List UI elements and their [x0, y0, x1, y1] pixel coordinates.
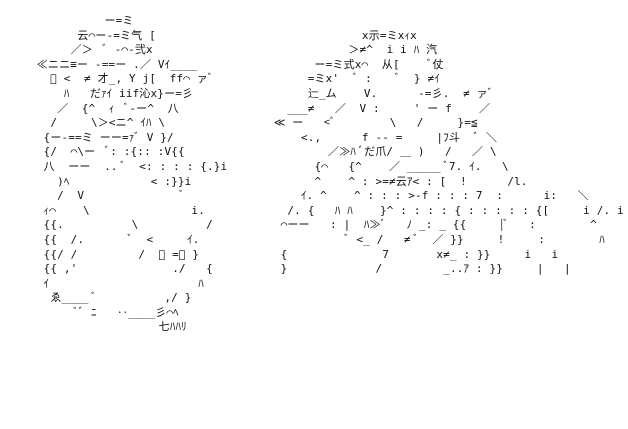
ascii-line: 七ﾊﾊﾘ — [30, 320, 187, 334]
ascii-line: =ミx' ﾞ : ﾞ } ≠ｲ — [240, 72, 440, 86]
ascii-line: 八 ーー .. ﾞ <: : : : {.}i — [30, 159, 228, 173]
ascii-line: {{ /. ﾞ < ｲ. — [30, 232, 200, 246]
ascii-line: ﾞ <_ / ≠ ﾞ ／ }} ! : ﾊ — [240, 232, 605, 246]
ascii-line: {{ ,' ./ { — [30, 262, 213, 276]
ascii-line: x示=ミxｨx — [240, 28, 417, 42]
ascii-line: ー=ミ式x⌒ 从[ ﾞ仗 — [240, 57, 444, 71]
ascii-line: ≪ニニ≡ー -==ー .／ Vｲ____ — [30, 57, 198, 71]
ascii-line: 辷_ム V. -=彡. ≠ ァﾞ — [240, 86, 494, 100]
ascii-line: { 7 x≠_ : }} i i i: — [240, 247, 628, 261]
ascii-line: ⌒ーー : | ﾊ≫ﾞ ﾉ _: _ {{ |ﾞ : ^ — [240, 218, 597, 232]
ascii-line: ／≫ﾊ ﾞだ爪/ ＿ ) / ／ \ — [240, 145, 497, 159]
right-figure-art: x示=ミxｨx ＞≠^ i i ﾊ 汽 ー=ミ式x⌒ 从[ ﾞ仗 =ミx' ﾞ … — [240, 14, 628, 277]
ascii-line: ｲ. ^ ^ : : : >-f : : : 7 : i: ＼ — [240, 189, 589, 203]
ascii-line: / V ﾞ — [30, 189, 185, 203]
ascii-line — [240, 14, 628, 29]
ascii-line: ﾞﾞ ﾆ ‥____彡⌒ﾍ — [30, 305, 179, 319]
ascii-line: } / _..ｱ : }} | | || — [240, 262, 628, 276]
ascii-line: ^ ^ : >=≠云ｱ< : [ ! /l. — [240, 174, 528, 188]
ascii-line: ー=ミ — [30, 14, 134, 27]
left-figure-art: ー=ミ 云⌒ー-=ミ气 [ ／＞ ﾞ -⌒-弐x ≪ニニ≡ー -==ー .／ V… — [30, 14, 227, 335]
ascii-line: {/ ⌒\ー ﾞ: :{:: :V{{ — [30, 145, 185, 159]
ascii-line: {{. \ / — [30, 218, 213, 232]
ascii-line: ／ {^ ｨ ﾞ-ー^ 八 — [30, 101, 179, 115]
ascii-line: ｨ⌒ \ i. — [30, 203, 205, 217]
ascii-line: ｲ ﾊ — [30, 276, 204, 290]
ascii-line: 云⌒ー-=ミ气 [ — [30, 28, 156, 42]
ascii-line: ___≠ ／ V : ' ー f ／ — [240, 101, 491, 115]
ascii-line: {⌒ {^ ／ _____ ﾞ7. ｲ. \ — [240, 159, 509, 173]
ascii-line: ／＞ ﾞ -⌒-弐x — [30, 43, 153, 57]
ascii-line: / \＞<ニ^ ｲﾊ \ — [30, 116, 166, 130]
ascii-line: ＞≠^ i i ﾊ 汽 — [240, 43, 438, 57]
ascii-line: /. { ﾊ ﾊ }^ : : : : { : : : : : {[ i /. … — [287, 203, 624, 217]
ascii-line: ゑ____ ﾞ ,/ } — [30, 291, 192, 305]
ascii-line: {{/ / / ﾞ =ﾞ } — [30, 247, 200, 261]
ascii-line: ﾞ < ≠ 才_, Y j[ ff⌒ ァﾞ — [30, 72, 214, 86]
ascii-line: {ー-==ミ ーー=ｧﾞ V }/ — [30, 130, 174, 144]
ascii-line: )ﾍ < :}}i — [30, 174, 192, 188]
ascii-line: <., f -- = |ﾌ斗 ﾞ ＼ — [240, 130, 498, 144]
ascii-line: ﾊ だｧｲ iif沁x}ー=彡 — [30, 86, 194, 100]
ascii-line: ≪ ー <ﾞ \ / }=≦ — [240, 116, 478, 130]
